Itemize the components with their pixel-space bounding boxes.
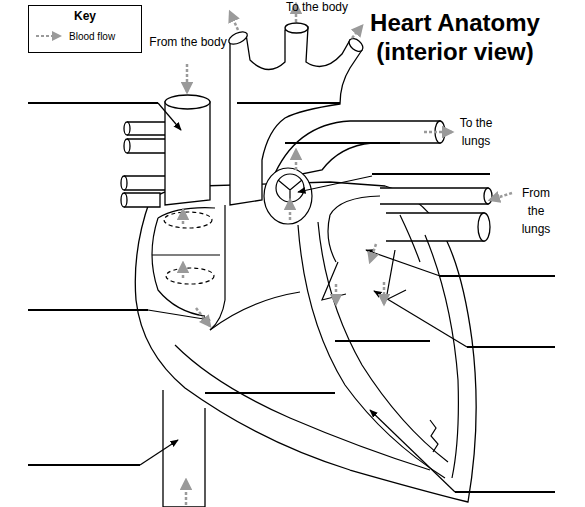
flow-arrow: [383, 282, 386, 304]
answer-line: [335, 340, 430, 342]
leader-line: [374, 291, 467, 347]
flow-label: To the body: [262, 0, 372, 16]
flow-label: From the lungs: [514, 184, 558, 238]
ventricle-wall: [210, 292, 300, 330]
valve-cusp: [278, 180, 302, 202]
vein-end: [121, 193, 127, 207]
atrium-wall: [152, 218, 205, 316]
artery-opening: [227, 29, 249, 47]
atrium-wall: [400, 215, 420, 262]
vein-end: [478, 213, 490, 241]
leader-lines: [140, 103, 467, 492]
vein-tube: [124, 193, 160, 207]
answer-line: [285, 142, 400, 144]
key-heading: Key: [29, 6, 141, 23]
legend-row: Blood flow: [34, 30, 115, 42]
vein-tube: [127, 122, 168, 135]
flow-arrow: [295, 150, 298, 170]
flow-arrow: [335, 284, 338, 304]
atrial-septum: [210, 205, 225, 330]
ventricle-wall: [430, 420, 438, 452]
superior-vena-cava: [165, 102, 210, 205]
valve-opening: [166, 268, 214, 284]
answer-line: [237, 102, 340, 104]
legend-swatch: [34, 30, 66, 42]
flow-label: From the body: [148, 33, 228, 51]
legend-text: Blood flow: [69, 31, 115, 42]
valve-opening: [164, 212, 212, 228]
answer-line: [28, 102, 158, 104]
flow-arrow: [490, 193, 512, 200]
flow-arrow: [182, 210, 185, 224]
leader-line: [140, 440, 178, 465]
flow-arrow: [185, 480, 188, 505]
answer-line: [205, 392, 335, 394]
vein-tube: [124, 176, 168, 190]
artery-opening: [347, 36, 366, 54]
valve-leaflet: [322, 262, 346, 300]
flow-arrow: [370, 244, 376, 262]
inferior-vena-cava: [163, 390, 205, 507]
flow-arrow: [186, 64, 189, 92]
atrium-wall: [330, 196, 380, 215]
heart-interior: [152, 196, 458, 478]
atrium-line: [152, 254, 220, 255]
ventricle-wall: [425, 235, 458, 478]
answer-line: [455, 491, 555, 493]
leader-line: [148, 310, 210, 320]
leader-line: [370, 410, 455, 492]
vein-end: [124, 139, 130, 153]
valve: [264, 168, 312, 224]
answer-line: [28, 309, 148, 311]
valve-ring: [276, 174, 304, 202]
flow-arrow: [230, 12, 238, 30]
vein-end: [124, 122, 130, 135]
diagram-title: Heart Anatomy (interior view): [352, 8, 558, 66]
key-box: Key: [28, 5, 142, 53]
pulmonary-veins-left: [121, 122, 168, 207]
vein-tube: [127, 139, 168, 153]
vein-end: [121, 176, 127, 190]
leader-line: [298, 176, 372, 192]
flow-arrow: [196, 308, 210, 326]
flow-arrow: [289, 200, 292, 220]
answer-line: [440, 275, 555, 277]
leader-line: [366, 250, 440, 276]
flow-arrow: [182, 263, 185, 278]
blood-flow-arrows: [183, 4, 512, 505]
ventricular-septum: [318, 222, 448, 462]
answer-line: [372, 173, 490, 175]
answer-line: [467, 346, 555, 348]
answer-line: [28, 464, 140, 466]
vein-tube: [380, 188, 488, 204]
aortic-arch: [230, 27, 362, 205]
flow-arrow: [424, 131, 452, 134]
pulmonary-veins-right: [380, 188, 492, 241]
flow-arrow: [352, 26, 362, 38]
vein-end: [484, 188, 492, 204]
aorta: [227, 23, 366, 205]
artery-opening: [285, 23, 308, 33]
flow-label: To the lungs: [448, 114, 504, 150]
valve-ring: [264, 168, 312, 224]
leader-line: [158, 103, 181, 130]
answer-lines: [28, 103, 555, 492]
swatch-arrow: [36, 35, 60, 37]
vessel-opening: [165, 95, 210, 109]
atrium-wall: [328, 215, 336, 262]
